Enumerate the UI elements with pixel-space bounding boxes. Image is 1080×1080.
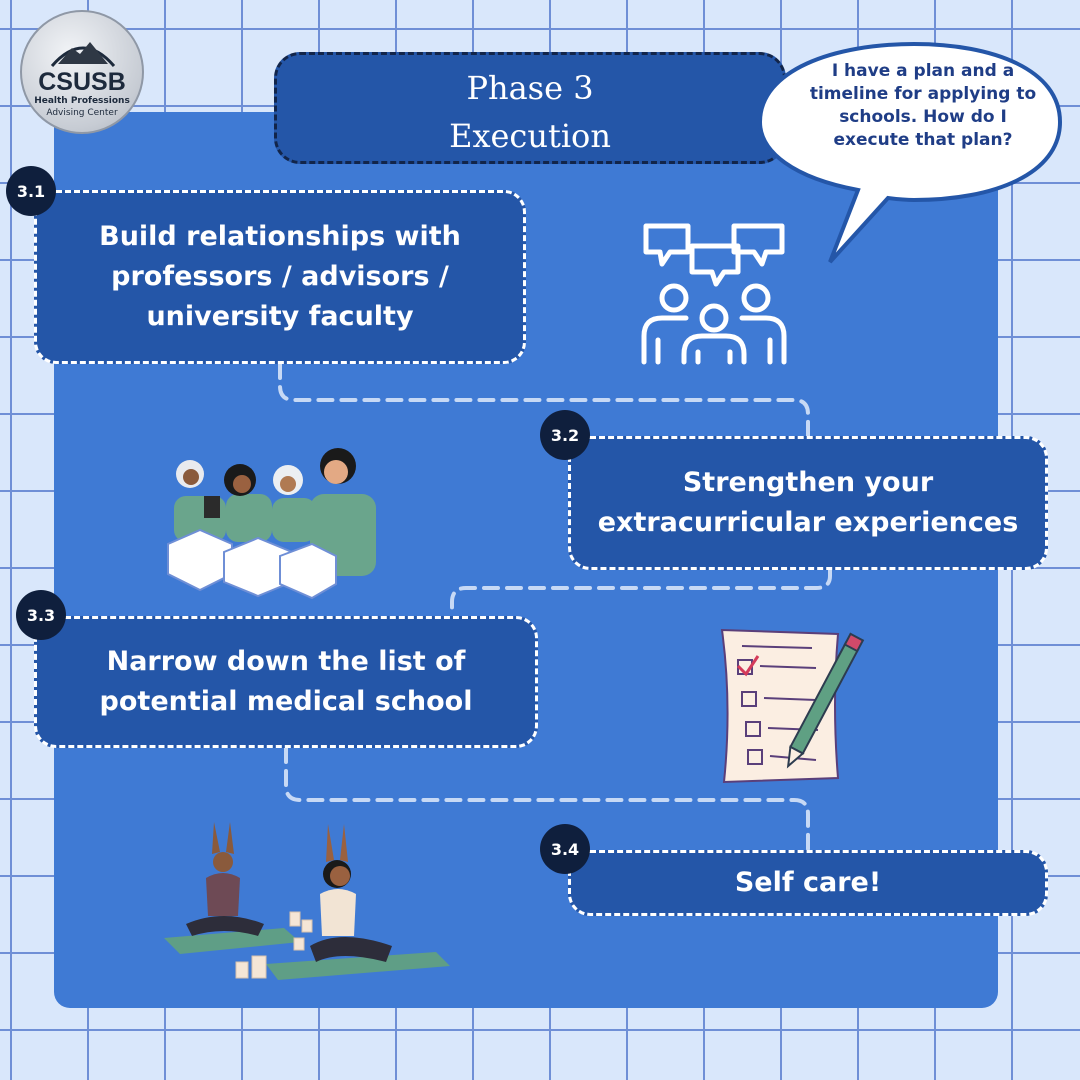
volunteers-packing-boxes-illustration xyxy=(167,448,376,600)
phase-number: Phase 3 xyxy=(466,69,594,107)
step-3-2-label: Strengthen your extracurricular experien… xyxy=(597,467,1019,538)
step-3-3-label: Narrow down the list of potential medica… xyxy=(99,646,473,717)
step-3-2-badge: 3.2 xyxy=(540,410,590,460)
step-3-4-badge: 3.4 xyxy=(540,824,590,874)
csusb-logo: CSUSB Health Professions Advising Center xyxy=(20,10,144,134)
logo-subtitle: Health Professions xyxy=(34,96,130,106)
speech-bubble xyxy=(757,41,1063,264)
checklist-with-pencil-icon xyxy=(720,628,865,784)
step-3-3-box: Narrow down the list of potential medica… xyxy=(34,616,538,748)
step-3-2-box: Strengthen your extracurricular experien… xyxy=(568,436,1048,570)
step-3-4-label: Self care! xyxy=(734,867,882,898)
yoga-meditation-illustration xyxy=(164,822,450,980)
step-3-1-box: Build relationships with professors / ad… xyxy=(34,190,526,364)
logo-title: CSUSB xyxy=(38,68,126,96)
logo-subtitle-2: Advising Center xyxy=(46,108,118,118)
step-3-1-label: Build relationships with professors / ad… xyxy=(99,221,461,332)
mountain-icon xyxy=(50,42,116,67)
phase-name: Execution xyxy=(449,117,611,155)
step-3-3-badge: 3.3 xyxy=(16,590,66,640)
people-discussion-icon xyxy=(641,223,787,365)
speech-bubble-text: I have a plan and a timeline for applyin… xyxy=(809,61,1037,150)
step-3-4-box: Self care! xyxy=(568,850,1048,916)
step-3-1-badge: 3.1 xyxy=(6,166,56,216)
phase-title-box: Phase 3 Execution xyxy=(274,52,786,164)
